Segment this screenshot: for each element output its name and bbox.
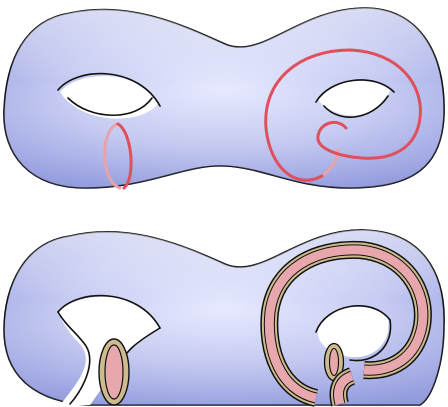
top-panel xyxy=(4,8,444,188)
bottom-panel xyxy=(4,230,444,405)
